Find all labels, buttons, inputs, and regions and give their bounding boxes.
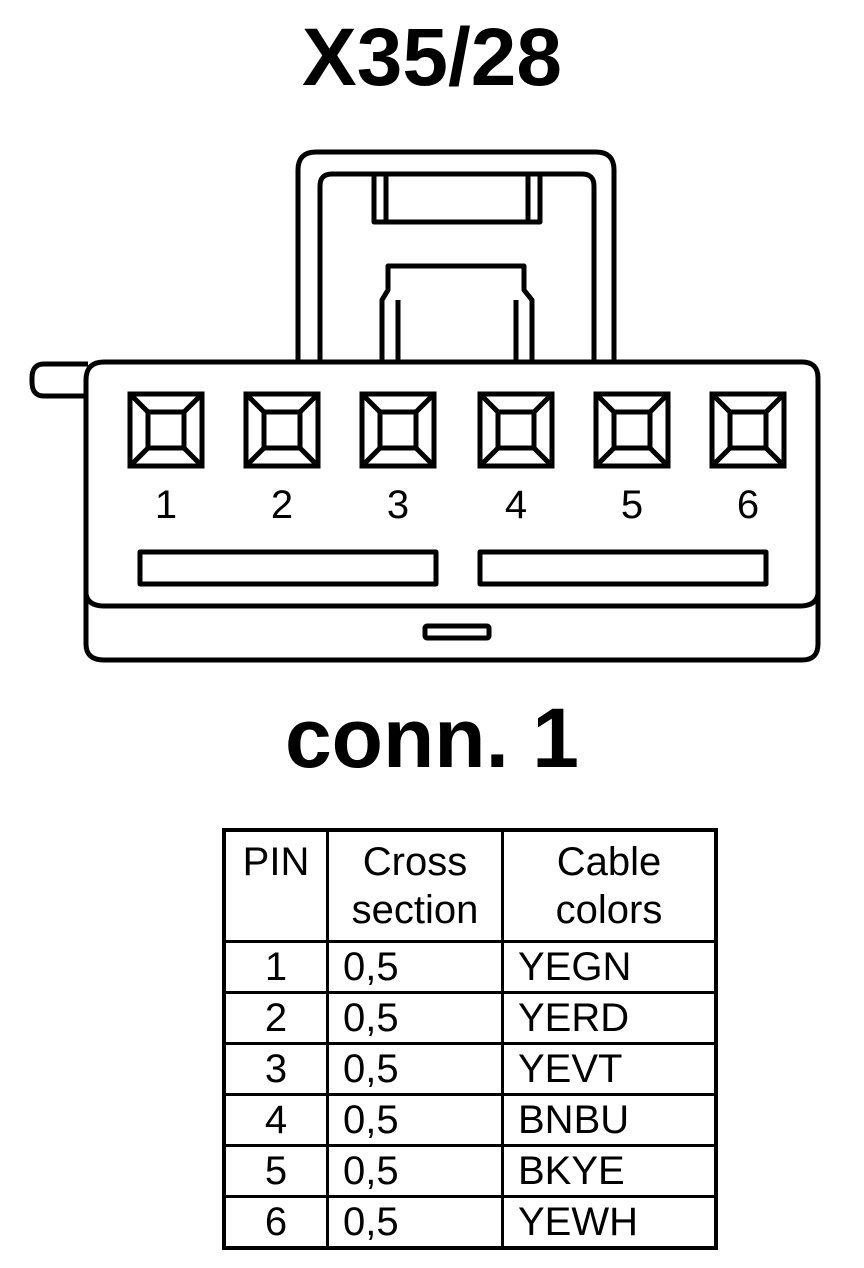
pin-number-4: 4 xyxy=(505,483,527,527)
cell-cable-color: BKYE xyxy=(501,1144,718,1198)
table-row: 5 0,5 BKYE xyxy=(222,1144,718,1198)
pin-terminal-4 xyxy=(477,391,555,469)
cell-cross-section: 0,5 xyxy=(326,1042,504,1096)
cell-cable-color: YERD xyxy=(501,991,718,1045)
cell-pin: 2 xyxy=(222,991,329,1045)
cell-cross-section: 0,5 xyxy=(326,1195,504,1250)
side-tab xyxy=(29,361,88,399)
cell-cross-section: 0,5 xyxy=(326,991,504,1045)
latch-outer xyxy=(295,149,617,362)
pin-terminal-6 xyxy=(709,391,787,469)
connector-id-title: X35/28 xyxy=(302,12,562,103)
pin-terminal-2 xyxy=(243,391,321,469)
key-slot xyxy=(422,623,492,641)
housing-step xyxy=(83,593,821,609)
connector-drawing: 1 2 3 4 5 6 xyxy=(29,149,821,663)
cell-pin: 1 xyxy=(222,940,329,994)
pin-terminal-3 xyxy=(359,391,437,469)
latch-catch-lower xyxy=(379,263,535,362)
connector-label: conn. 1 xyxy=(284,691,580,785)
pin-number-6: 6 xyxy=(737,483,759,527)
cell-cable-color: BNBU xyxy=(501,1093,718,1147)
cell-cross-section: 0,5 xyxy=(326,940,504,994)
pin-table: PIN Cross section Cable colors 1 0,5 YEG… xyxy=(222,828,718,1250)
cell-cable-color: YEVT xyxy=(501,1042,718,1096)
pin-number-1: 1 xyxy=(155,483,177,527)
cell-pin: 5 xyxy=(222,1144,329,1198)
header-pin: PIN xyxy=(222,828,329,943)
cell-pin: 6 xyxy=(222,1195,329,1250)
latch-inner xyxy=(317,171,597,362)
cell-cross-section: 0,5 xyxy=(326,1144,504,1198)
pin-number-5: 5 xyxy=(621,483,643,527)
cell-cross-section: 0,5 xyxy=(326,1093,504,1147)
table-row: 6 0,5 YEWH xyxy=(222,1195,718,1250)
pin-number-3: 3 xyxy=(387,483,409,527)
latch-catch-upper xyxy=(371,174,543,225)
cell-cable-color: YEGN xyxy=(501,940,718,994)
pin-terminal-1 xyxy=(127,391,205,469)
slot-right xyxy=(477,549,769,587)
cell-pin: 4 xyxy=(222,1093,329,1147)
connector-housing xyxy=(83,359,821,663)
pin-table-header: PIN Cross section Cable colors xyxy=(222,828,718,943)
header-cross-section: Cross section xyxy=(326,828,504,943)
cell-cable-color: YEWH xyxy=(501,1195,718,1250)
pin-terminal-5 xyxy=(593,391,671,469)
header-cable-colors: Cable colors xyxy=(501,828,718,943)
table-row: 3 0,5 YEVT xyxy=(222,1042,718,1096)
table-row: 2 0,5 YERD xyxy=(222,991,718,1045)
cell-pin: 3 xyxy=(222,1042,329,1096)
slot-left xyxy=(137,549,439,587)
pin-number-2: 2 xyxy=(271,483,293,527)
table-row: 1 0,5 YEGN xyxy=(222,940,718,994)
table-row: 4 0,5 BNBU xyxy=(222,1093,718,1147)
